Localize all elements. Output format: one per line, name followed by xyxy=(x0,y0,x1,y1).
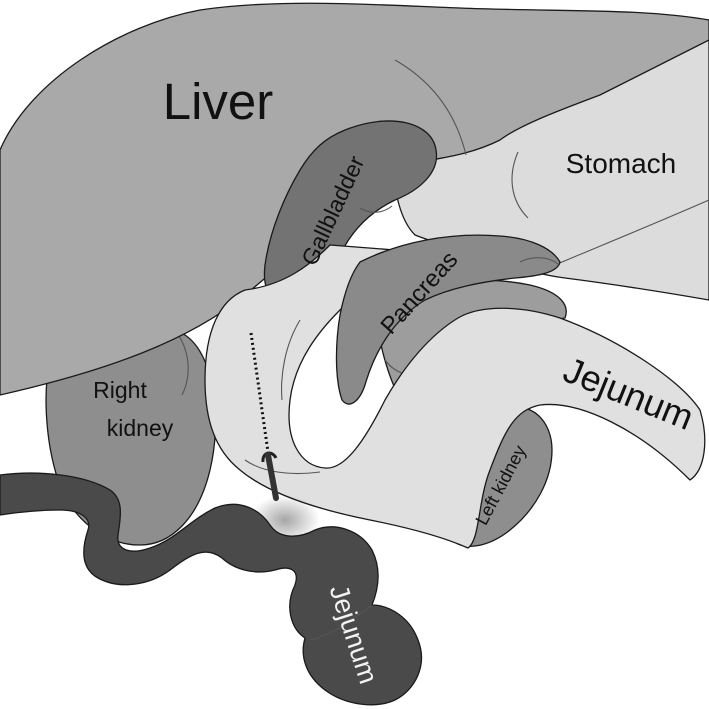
right-kidney-label-line1: Right xyxy=(93,377,147,403)
duodenum-fold xyxy=(281,319,301,401)
pancreas-tail-fold xyxy=(519,257,559,265)
jejunum-loop-fold xyxy=(309,604,373,641)
pancreas xyxy=(335,234,561,405)
tube-shaft xyxy=(265,452,279,501)
right-kidney-label-line2: kidney xyxy=(107,415,174,441)
jejunum-loop xyxy=(0,472,423,706)
duodenum-jejunum xyxy=(204,244,706,549)
stomach-label: Stomach xyxy=(566,148,677,179)
gallbladder-fold xyxy=(359,205,393,213)
liver-label: Liver xyxy=(163,73,274,130)
stomach-fold xyxy=(511,151,529,219)
liver-fissure xyxy=(394,59,467,156)
duodenum-curve-fold xyxy=(244,459,321,475)
stomach-fold-lower xyxy=(554,199,709,266)
dashed-tube xyxy=(249,332,270,453)
